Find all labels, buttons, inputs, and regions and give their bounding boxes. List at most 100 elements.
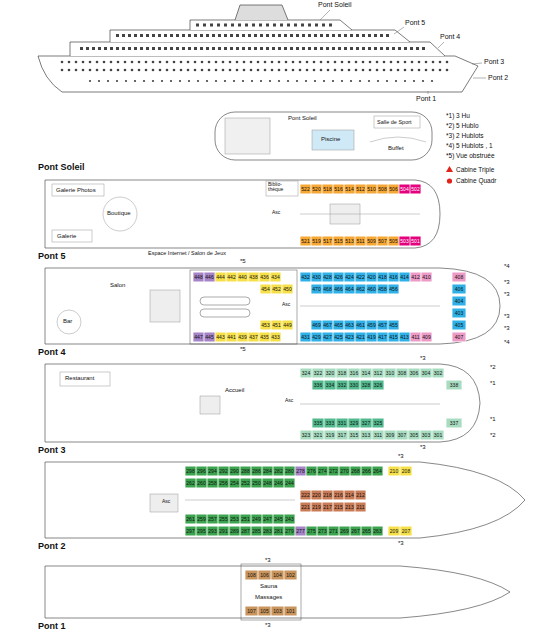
window bbox=[176, 47, 179, 50]
cabin-number: 290 bbox=[230, 469, 238, 474]
cabin-number: 449 bbox=[283, 323, 291, 328]
cabin-box: 446 bbox=[204, 272, 215, 282]
window bbox=[218, 34, 221, 37]
cabin-number: 430 bbox=[312, 275, 320, 280]
window bbox=[134, 34, 137, 37]
cabin-box: 418 bbox=[377, 272, 388, 282]
porthole bbox=[292, 61, 295, 64]
cabin-number: 217 bbox=[323, 505, 331, 510]
window bbox=[80, 47, 83, 50]
cabin-box: 244 bbox=[284, 478, 295, 488]
area-label: Salon bbox=[110, 282, 125, 289]
cabin-number: 257 bbox=[208, 517, 216, 522]
window bbox=[152, 34, 155, 37]
cabin-number: 505 bbox=[389, 239, 397, 244]
porthole bbox=[418, 69, 421, 72]
cabin-box: 503 bbox=[399, 236, 410, 246]
porthole bbox=[96, 61, 99, 64]
cabin-box: 444 bbox=[215, 272, 226, 282]
window bbox=[320, 34, 323, 37]
window bbox=[287, 24, 290, 27]
area-label: Boutique bbox=[107, 210, 131, 217]
cabin-number: 414 bbox=[400, 275, 408, 280]
cabin-box: 415 bbox=[388, 332, 399, 342]
cabin-number: 219 bbox=[312, 505, 320, 510]
window bbox=[284, 34, 287, 37]
cabin-number: 333 bbox=[326, 421, 334, 426]
cabin-number: 320 bbox=[326, 371, 334, 376]
cabin-box: 280 bbox=[284, 466, 295, 476]
porthole bbox=[96, 69, 99, 72]
cabin-box: 510 bbox=[366, 184, 377, 194]
area-label: Pont Soleil bbox=[318, 1, 351, 9]
cabin-box: 281 bbox=[273, 526, 284, 536]
cabin-box: 283 bbox=[262, 526, 273, 536]
cabin-number: 459 bbox=[367, 323, 375, 328]
window bbox=[260, 34, 263, 37]
porthole bbox=[320, 69, 323, 72]
window bbox=[224, 24, 227, 27]
cabin-number: 103 bbox=[273, 609, 281, 614]
porthole bbox=[278, 69, 281, 72]
callout-note: *1 bbox=[490, 416, 496, 423]
cabin-box: 315 bbox=[348, 430, 360, 440]
cabin-box: 424 bbox=[344, 272, 355, 282]
cabin-number: 512 bbox=[356, 187, 364, 192]
cabin-box: 290 bbox=[229, 466, 240, 476]
cabin-box: 326 bbox=[372, 380, 384, 390]
window bbox=[116, 47, 119, 50]
porthole bbox=[327, 61, 330, 64]
cabin-number: 247 bbox=[263, 517, 271, 522]
cabin-number: 510 bbox=[367, 187, 375, 192]
porthole bbox=[348, 61, 351, 64]
cabin-number: 506 bbox=[389, 187, 397, 192]
cabin-number: 245 bbox=[274, 517, 282, 522]
cabin-number: 451 bbox=[272, 323, 280, 328]
window bbox=[278, 34, 281, 37]
porthole bbox=[224, 80, 226, 82]
window bbox=[230, 47, 233, 50]
cabin-number: 306 bbox=[410, 371, 418, 376]
cabin-box: 501 bbox=[410, 236, 421, 246]
cabin-box: 417 bbox=[377, 332, 388, 342]
cabin-box: 420 bbox=[366, 272, 377, 282]
cabin-box: 329 bbox=[348, 418, 360, 428]
cabin-number: 279 bbox=[285, 529, 293, 534]
cabin-box: 295 bbox=[196, 526, 207, 536]
cabin-box: 278 bbox=[295, 466, 306, 476]
window bbox=[362, 47, 365, 50]
porthole bbox=[201, 69, 204, 72]
cabin-number: 412 bbox=[411, 275, 419, 280]
cabin-number: 244 bbox=[285, 481, 293, 486]
cabin-box: 251 bbox=[240, 514, 251, 524]
porthole bbox=[197, 80, 199, 82]
porthole bbox=[404, 80, 406, 82]
cabin-number: 295 bbox=[197, 529, 205, 534]
cabin-box: 276 bbox=[306, 466, 317, 476]
window bbox=[224, 34, 227, 37]
cabin-box: 247 bbox=[262, 514, 273, 524]
cabin-box: 291 bbox=[218, 526, 229, 536]
cabin-number: 437 bbox=[249, 335, 257, 340]
cabin-box: 103 bbox=[271, 606, 284, 616]
cabin-box: 435 bbox=[259, 332, 270, 342]
cabin-box: 330 bbox=[348, 380, 360, 390]
cabin-box: 325 bbox=[372, 418, 384, 428]
window bbox=[362, 34, 365, 37]
cabin-box: 449 bbox=[282, 320, 293, 330]
cabin-number: 315 bbox=[350, 433, 358, 438]
cabin-number: 417 bbox=[378, 335, 386, 340]
cabin-box: 333 bbox=[324, 418, 336, 428]
cabin-number: 334 bbox=[326, 383, 334, 388]
porthole bbox=[313, 61, 316, 64]
window bbox=[218, 47, 221, 50]
window bbox=[398, 47, 401, 50]
cabin-box: 505 bbox=[388, 236, 399, 246]
cabin-box: 262 bbox=[185, 478, 196, 488]
cabin-number: 416 bbox=[389, 275, 397, 280]
cabin-number: 214 bbox=[345, 493, 353, 498]
cabin-box: 248 bbox=[262, 478, 273, 488]
cabin-number: 406 bbox=[455, 287, 463, 292]
window bbox=[368, 47, 371, 50]
